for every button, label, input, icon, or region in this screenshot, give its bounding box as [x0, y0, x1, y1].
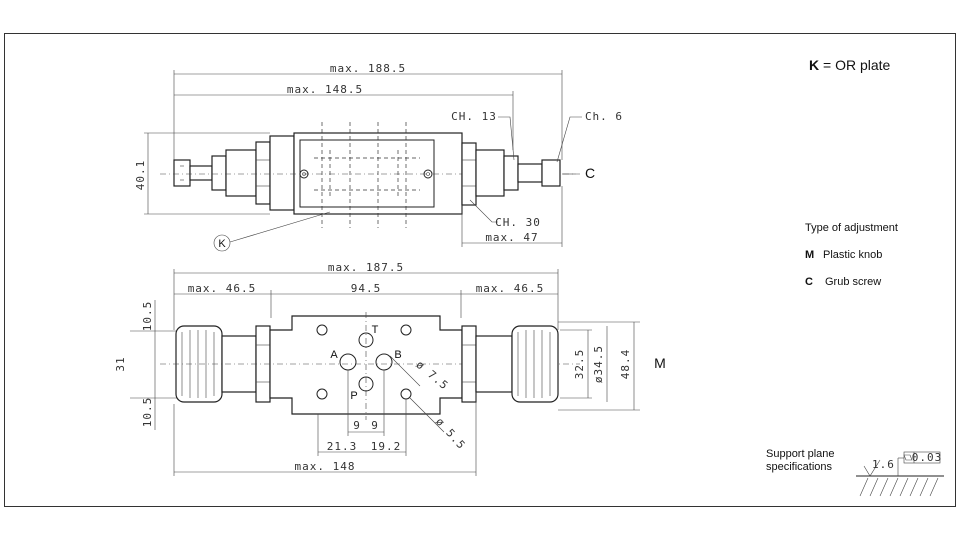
dim-ch30: CH. 30 — [495, 216, 541, 229]
right-nut — [461, 142, 477, 206]
dim-left-segment: max. 46.5 — [188, 282, 257, 295]
k-callout-label: K — [218, 238, 226, 250]
dim-bottom-148: max. 148 — [295, 460, 356, 473]
dim-port-a-x: 9 — [353, 419, 361, 432]
dim-overall-top: max. 188.5 — [330, 62, 406, 75]
label-m-bottom: M — [654, 355, 666, 371]
dim-34-5: ø34.5 — [592, 345, 605, 383]
support-label-1: Support plane — [766, 448, 835, 460]
mount-hole-3 — [316, 388, 328, 400]
right-grub-screw — [541, 159, 561, 187]
legend-panel: K = OR plate Type of adjustment M Plasti… — [766, 57, 944, 497]
dim-right-segment: max. 46.5 — [476, 282, 545, 295]
dim-ch13: CH. 13 — [451, 110, 497, 123]
tolerance-frame — [903, 451, 941, 464]
dim-ch6: Ch. 6 — [585, 110, 623, 123]
k-symbol: K — [809, 57, 819, 73]
legend-title: Type of adjustment — [805, 222, 898, 234]
legend-text-c: Grub screw — [825, 276, 881, 288]
support-label-2: specifications — [766, 461, 833, 473]
support-plane-symbol: 1.6 0.03 — [856, 451, 944, 497]
port-p — [358, 376, 374, 392]
k-plate-note: K = OR plate — [809, 57, 891, 73]
roughness-value: 1.6 — [872, 458, 895, 471]
port-p-label: P — [350, 390, 357, 402]
bottom-view: max. 187.5 max. 46.5 94.5 max. 46.5 10.5… — [114, 261, 666, 476]
port-b-label: B — [394, 349, 401, 361]
mount-hole-1 — [316, 324, 328, 336]
dim-height-top: 40.1 — [134, 160, 147, 191]
dim-48-4: 48.4 — [619, 349, 632, 380]
left-nut — [255, 141, 271, 205]
dim-19-2: 19.2 — [371, 440, 402, 453]
dim-left-top: 10.5 — [141, 301, 154, 332]
port-a-label: A — [330, 349, 338, 361]
dim-32-5: 32.5 — [573, 349, 586, 380]
top-view: max. 188.5 max. 148.5 40.1 — [134, 62, 623, 252]
legend-key-m: M — [805, 249, 814, 261]
flatness-icon — [903, 454, 913, 461]
port-t — [358, 332, 374, 348]
legend-text-m: Plastic knob — [823, 249, 882, 261]
dim-left-bottom: 10.5 — [141, 397, 154, 428]
dim-21-3: 21.3 — [327, 440, 358, 453]
dim-port-b-x: 9 — [371, 419, 379, 432]
dim-center-segment: 94.5 — [351, 282, 382, 295]
k-callout-circle — [213, 234, 231, 252]
dim-left-mid: 31 — [114, 356, 127, 371]
mount-hole-2 — [400, 324, 412, 336]
drawing-frame — [4, 33, 956, 507]
port-t-label: T — [372, 324, 379, 336]
left-grub-screw — [173, 159, 191, 187]
tolerance-value: 0.03 — [912, 451, 943, 464]
dim-max47: max. 47 — [485, 231, 538, 244]
right-plastic-knob — [511, 325, 559, 403]
dim-overall-bottom: max. 187.5 — [328, 261, 404, 274]
dim-body-top: max. 148.5 — [287, 83, 363, 96]
k-text: = OR plate — [823, 57, 891, 73]
label-c-top: C — [585, 165, 595, 181]
dim-hole-dia: ø 5.5 — [433, 415, 468, 452]
legend-key-c: C — [805, 276, 813, 288]
